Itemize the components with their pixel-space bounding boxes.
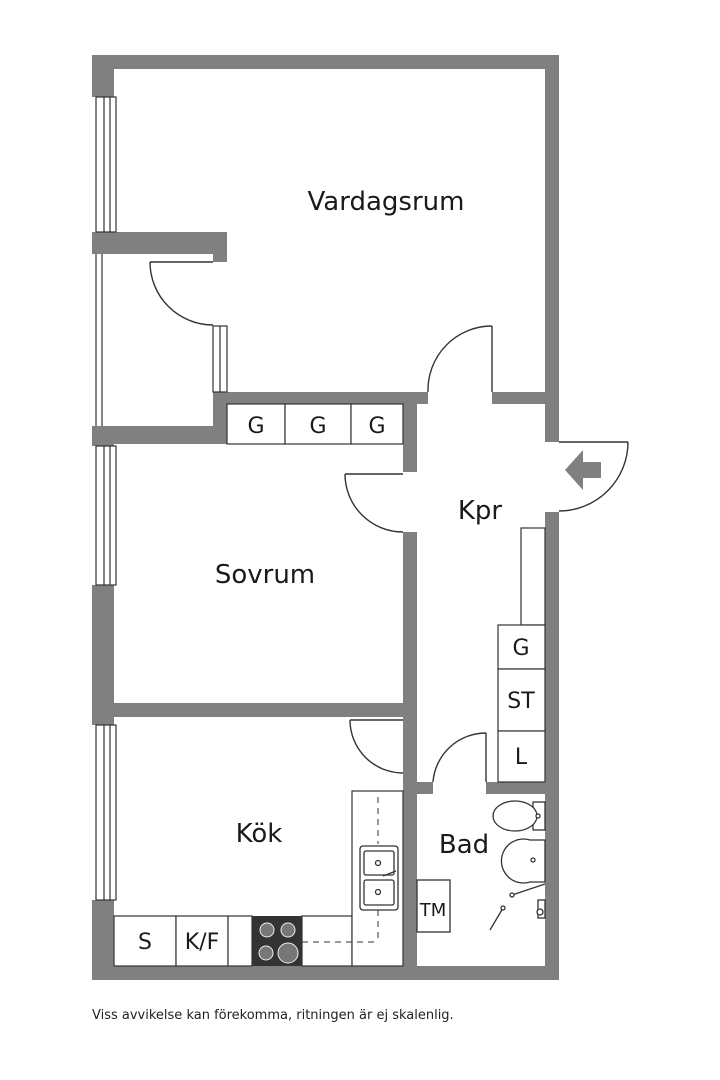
door-bedroom [344, 473, 404, 533]
kitchen-storage-label: S [138, 930, 152, 955]
wardrobe-label-3: G [368, 414, 385, 439]
door-closet [149, 261, 214, 326]
windows [95, 96, 228, 901]
toilet [492, 800, 546, 832]
walls [92, 55, 559, 980]
window-bedroom [95, 445, 117, 586]
counter-guides [302, 797, 379, 943]
hall-linen-label: L [515, 745, 528, 770]
kitchen-sink [359, 845, 399, 911]
disclaimer-text: Viss avvikelse kan förekomma, ritningen … [92, 1008, 454, 1023]
room-label-hall: Kpr [458, 496, 503, 526]
room-label-bath: Bad [439, 830, 489, 860]
wardrobe-label-1: G [247, 414, 264, 439]
hall-wardrobe-label: G [512, 636, 529, 661]
door-kitchen [349, 719, 404, 774]
door-entrance [558, 441, 629, 512]
room-label-bedroom: Sovrum [215, 560, 315, 590]
room-label-kitchen: Kök [236, 819, 283, 849]
shower [489, 883, 546, 931]
fridge-freezer-label: K/F [185, 930, 220, 955]
wardrobe-label-2: G [309, 414, 326, 439]
door-living [427, 325, 493, 393]
stove [252, 916, 302, 966]
washbasin [500, 838, 546, 884]
window-living [95, 96, 117, 233]
bathroom-fixtures [416, 800, 546, 933]
hall-storage-label: ST [507, 689, 535, 714]
washer-label: TM [419, 900, 447, 921]
window-kitchen [95, 724, 117, 901]
doors [149, 261, 629, 783]
hall-storage [497, 527, 546, 783]
arrow-left-icon [565, 450, 601, 490]
door-bath [432, 732, 487, 783]
washer [416, 879, 451, 933]
wardrobe-row [226, 403, 404, 445]
room-label-living: Vardagsrum [308, 187, 465, 217]
